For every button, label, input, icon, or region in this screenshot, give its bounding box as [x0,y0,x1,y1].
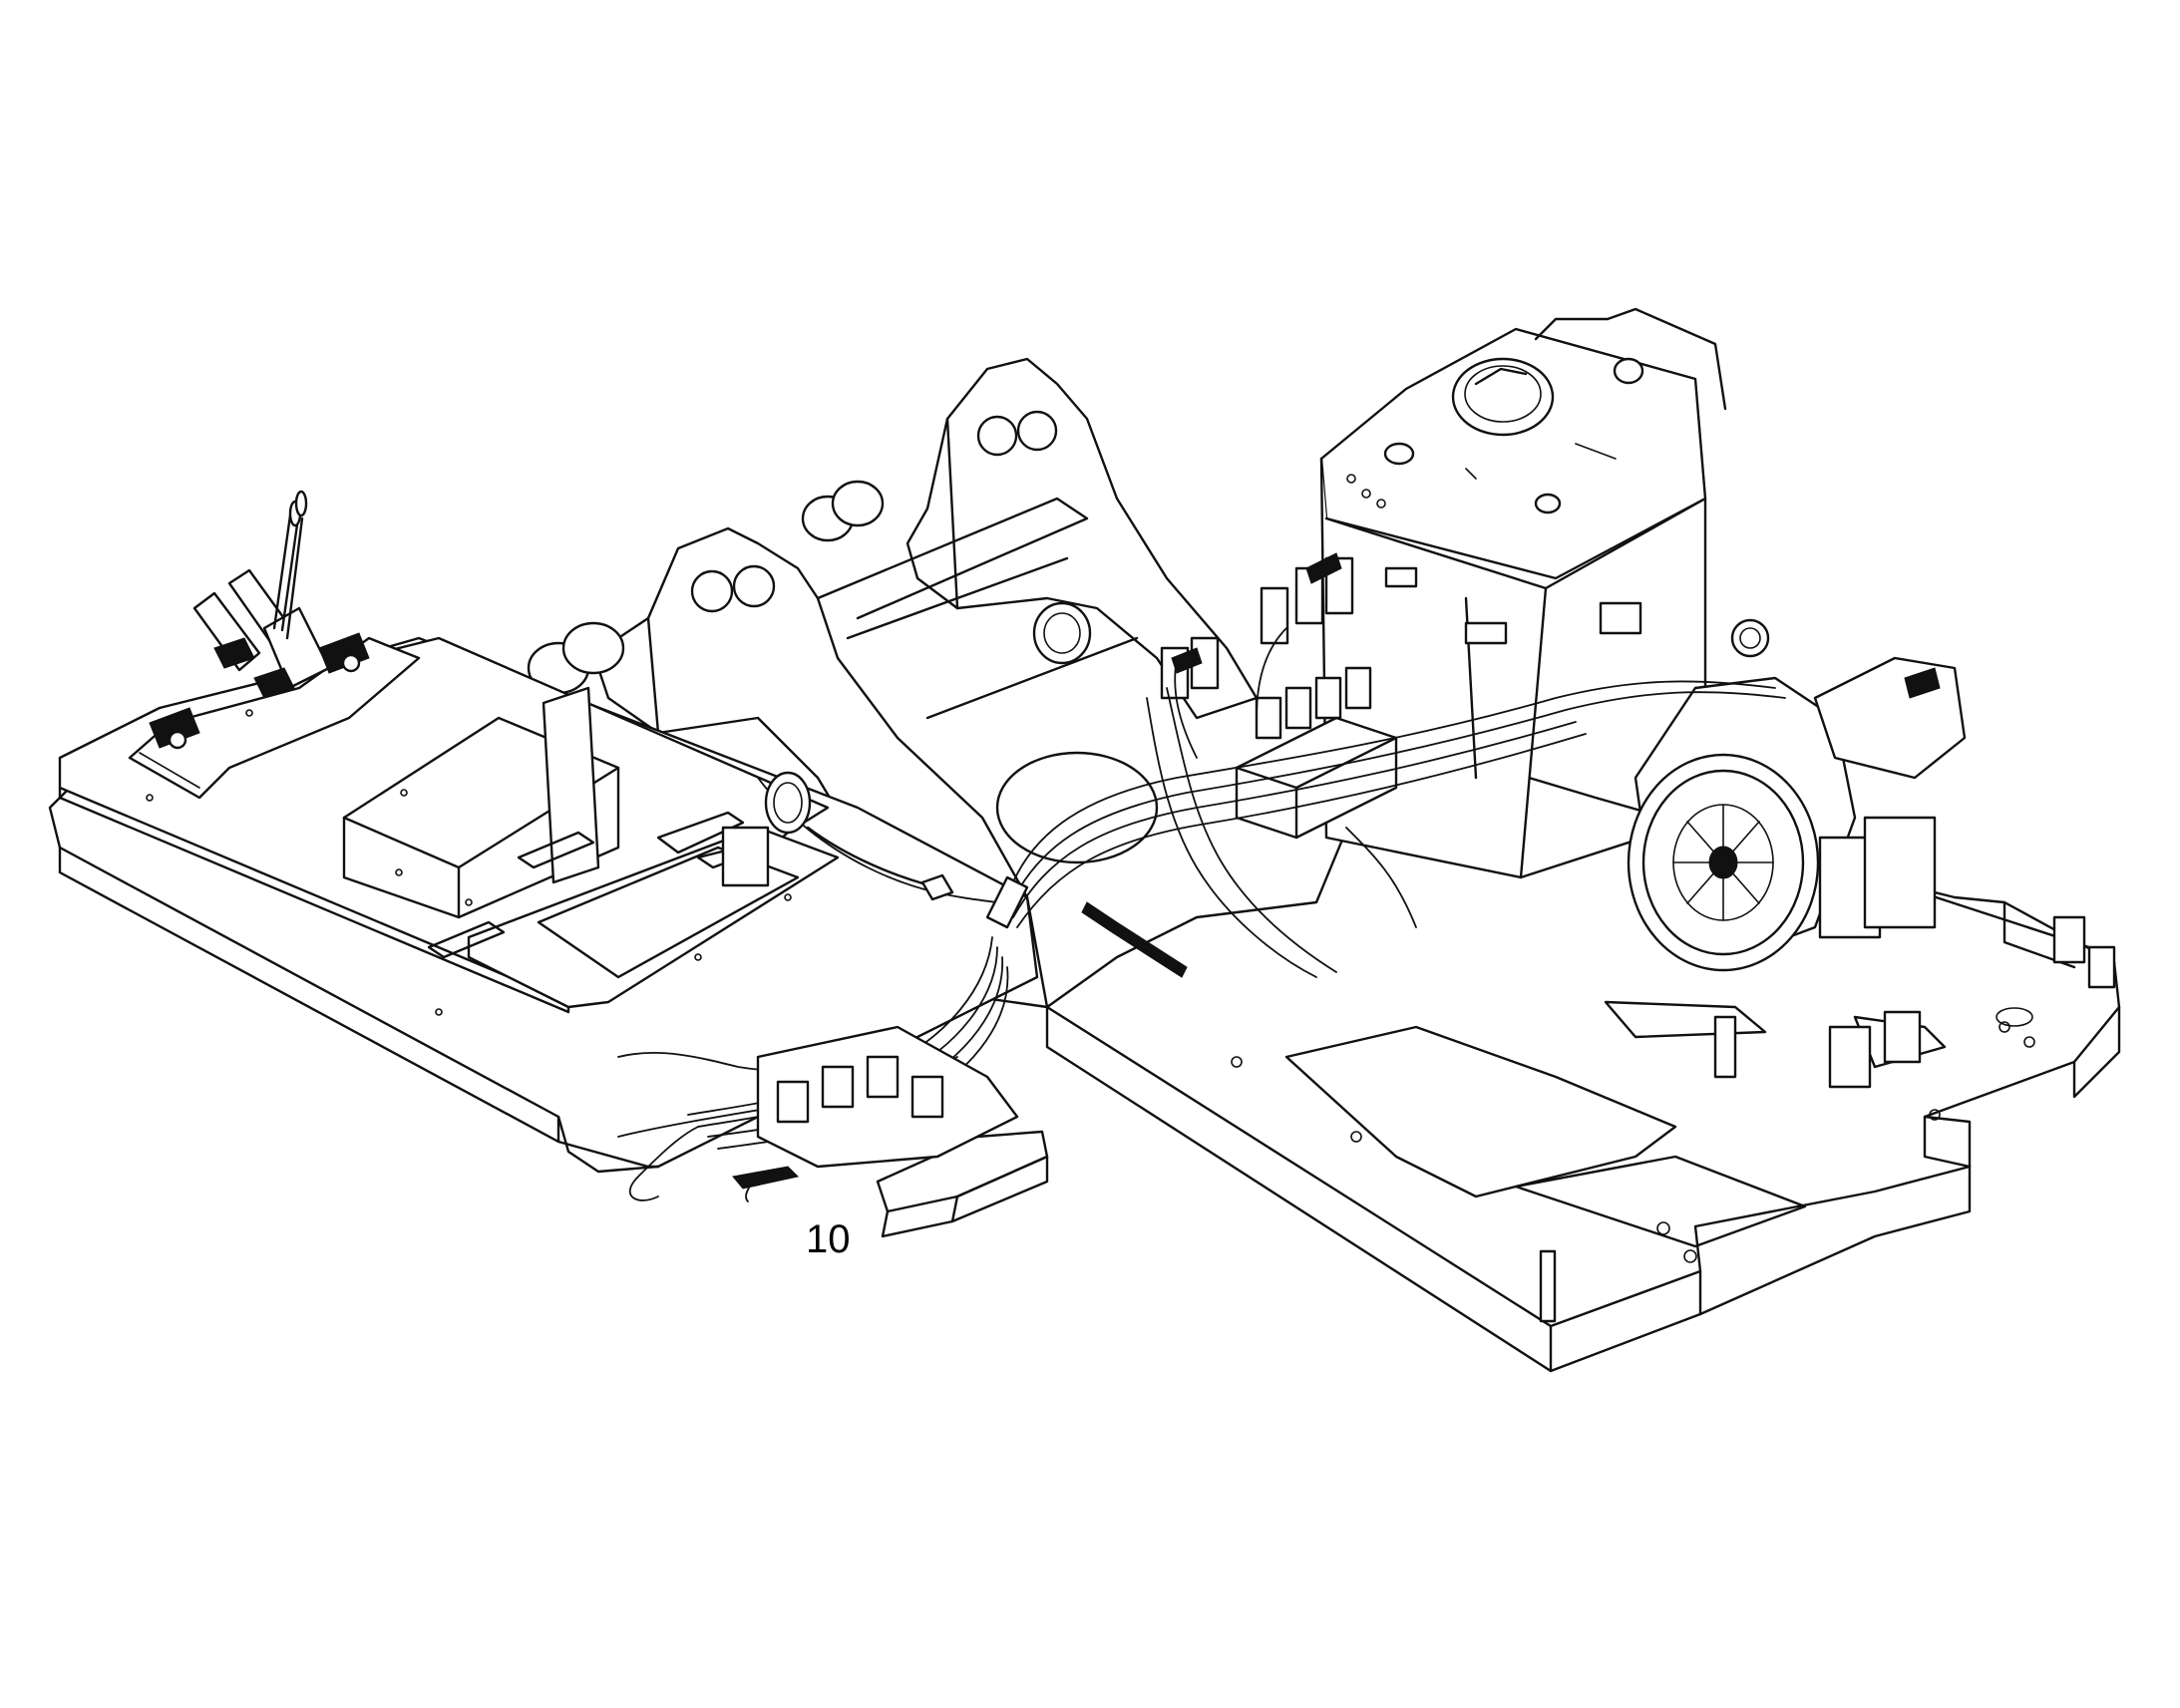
callout-label-10: 10 [806,1217,851,1261]
hydraulic-pump [1627,618,1967,972]
harness-bracket [732,1025,1049,1238]
fuel-cap-icon [1451,357,1555,437]
hydraulic-tank [1319,307,1727,879]
main-frame [1045,751,2121,1373]
control-lever-icon [272,490,308,640]
wiring-harness [617,627,1786,1201]
flywheel-icon [1627,753,1820,972]
